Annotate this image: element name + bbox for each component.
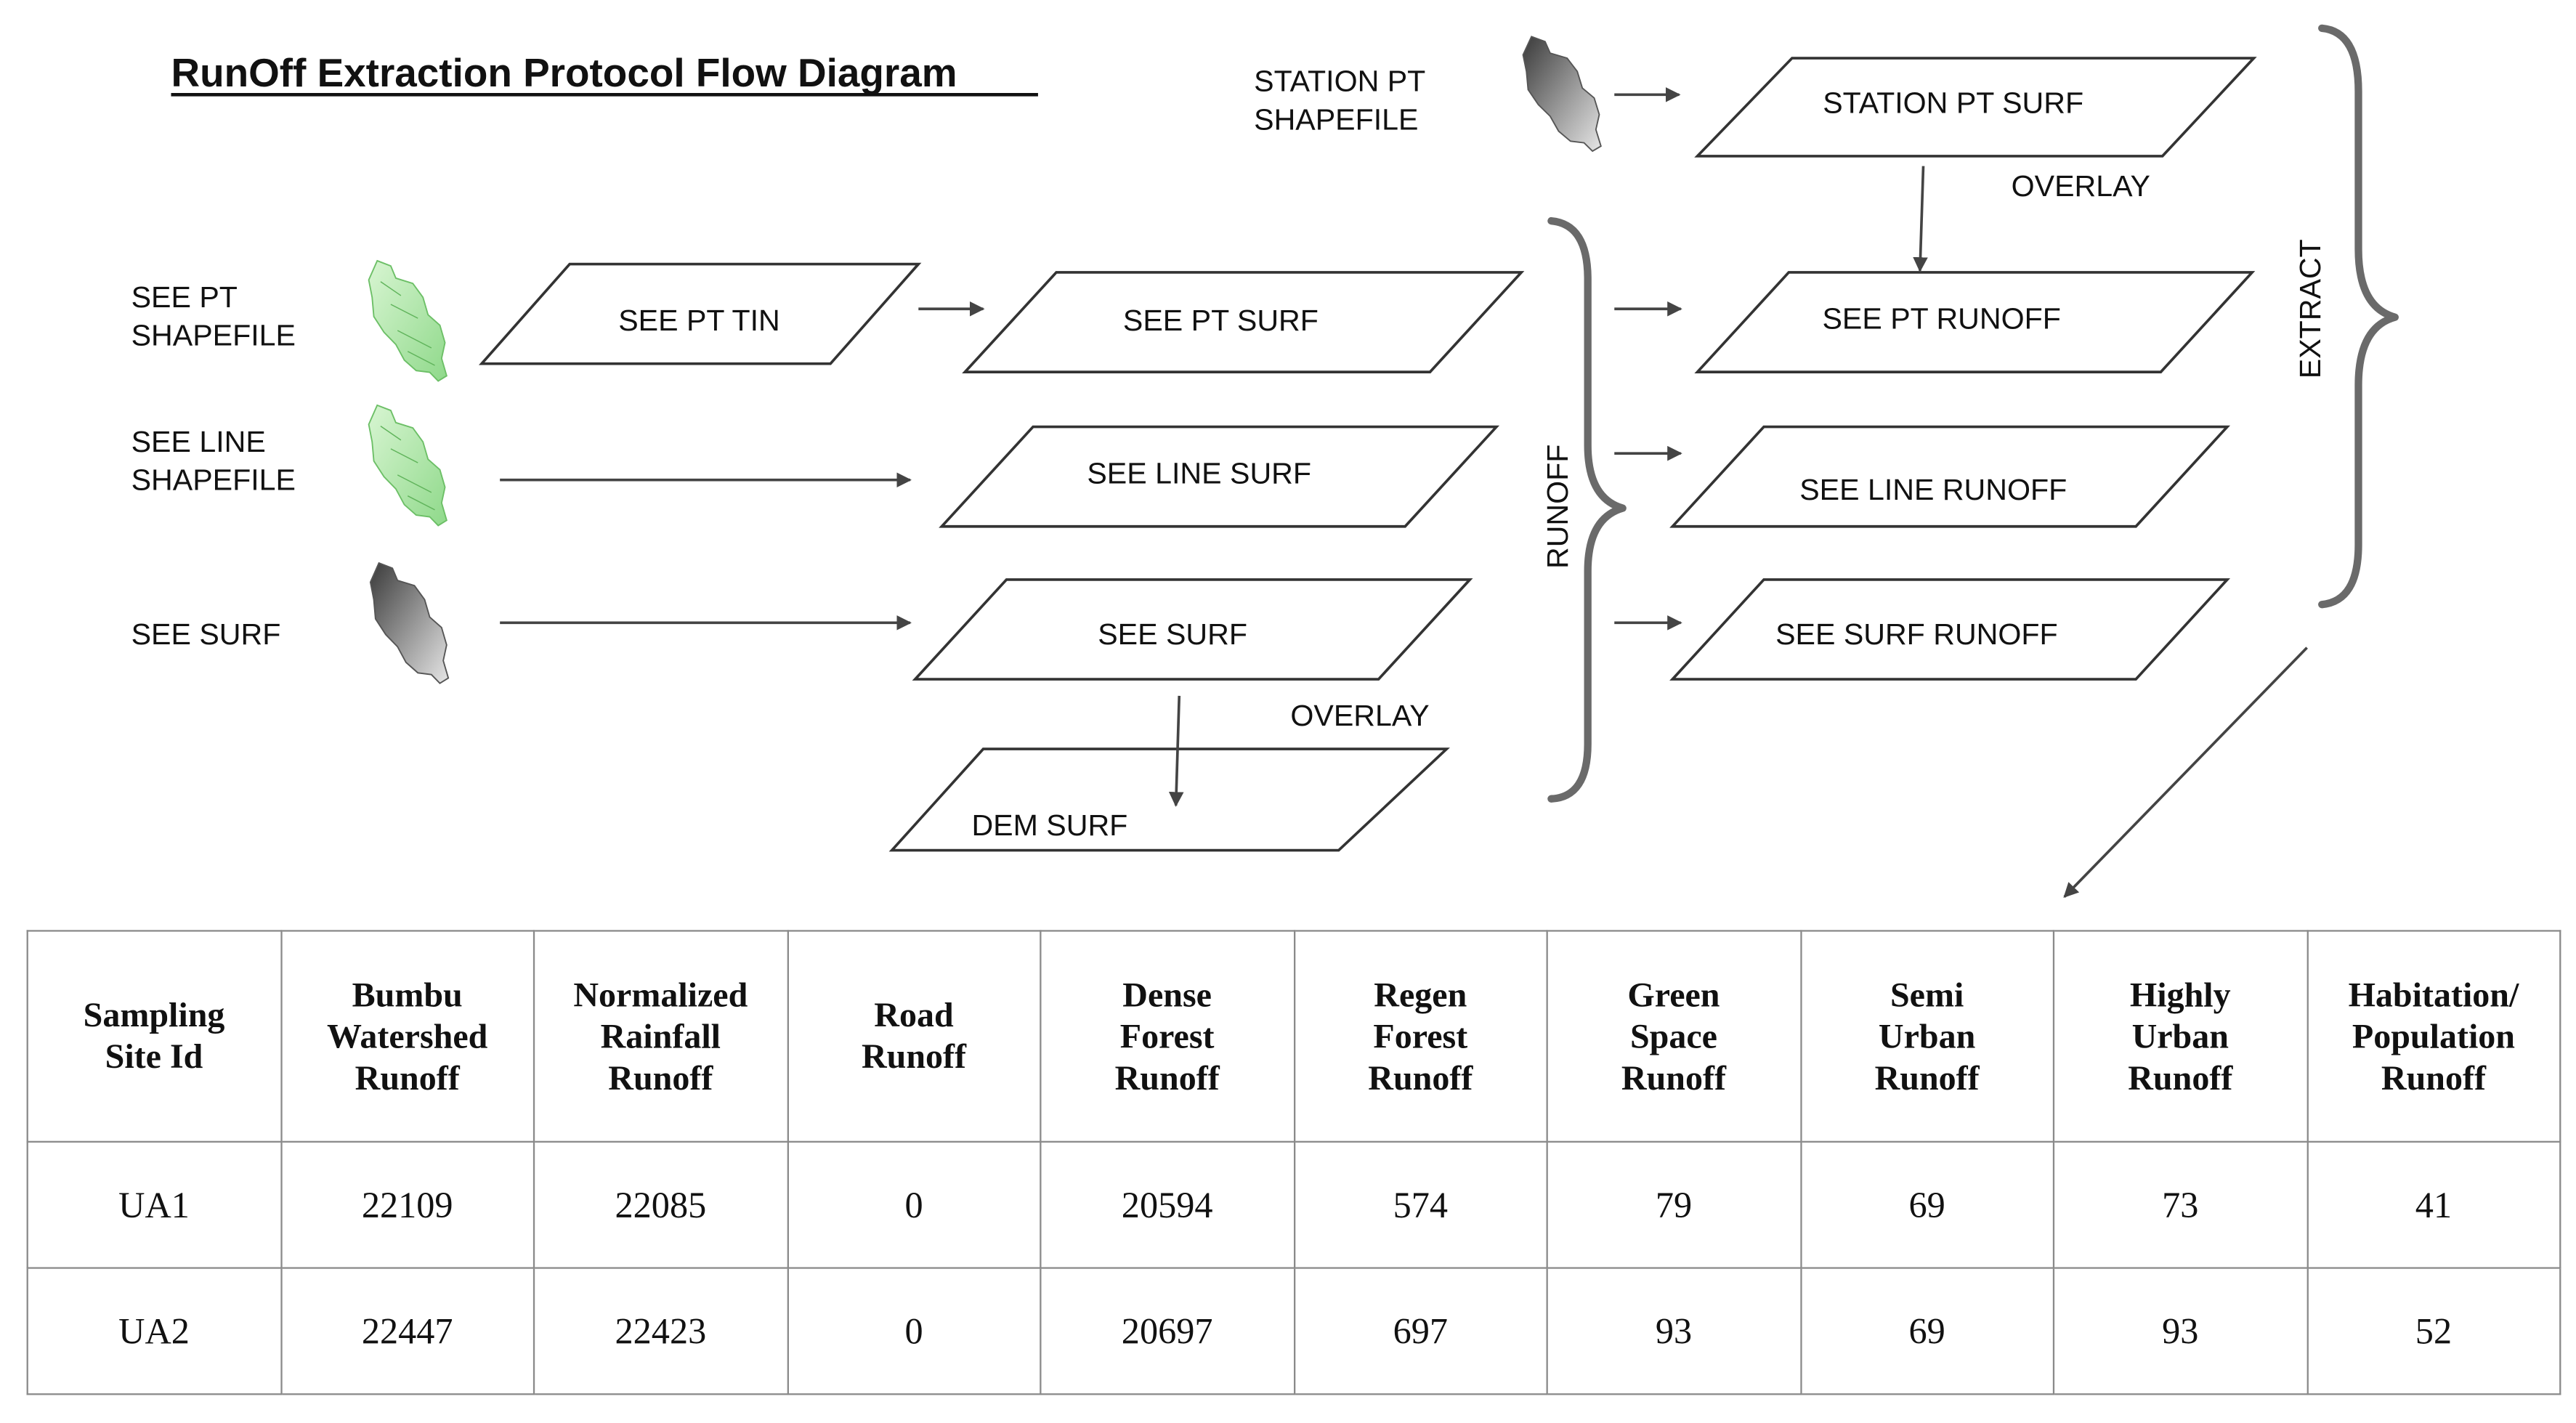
- svg-text:SEE PT TIN: SEE PT TIN: [618, 304, 780, 337]
- svg-text:SEE LINE RUNOFF: SEE LINE RUNOFF: [1799, 473, 2067, 506]
- table-header-row: Sampling Site Id Bumbu Watershed Runoff …: [26, 930, 2561, 1143]
- table-cell: 0: [786, 1140, 1042, 1269]
- table-cell: 22109: [280, 1140, 535, 1269]
- table-cell: 73: [2052, 1140, 2308, 1269]
- node-see-surf-runoff: SEE SURF RUNOFF: [1669, 578, 2231, 681]
- table-cell: 69: [1799, 1267, 2055, 1395]
- runoff-table: Sampling Site Id Bumbu Watershed Runoff …: [26, 930, 2561, 1395]
- node-see-line-surf: SEE LINE SURF: [939, 425, 1500, 528]
- node-see-pt-surf: SEE PT SURF: [962, 271, 1525, 373]
- header-green-space-runoff: Green Space Runoff: [1546, 930, 1802, 1143]
- header-regen-forest-runoff: Regen Forest Runoff: [1292, 930, 1548, 1143]
- header-road-runoff: Road Runoff: [786, 930, 1042, 1143]
- table-cell: 697: [1292, 1267, 1548, 1395]
- watershed-map-green-icon: [368, 259, 448, 382]
- svg-text:SEE LINE SURF: SEE LINE SURF: [1087, 456, 1311, 490]
- runoff-brace: [1547, 216, 1627, 803]
- header-dense-forest-runoff: Dense Forest Runoff: [1040, 930, 1295, 1143]
- table-cell: 93: [1546, 1267, 1802, 1395]
- table-cell: 22447: [280, 1267, 535, 1395]
- table-cell: 574: [1292, 1140, 1548, 1269]
- svg-text:SEE PT SURF: SEE PT SURF: [1123, 304, 1319, 337]
- header-semi-urban-runoff: Semi Urban Runoff: [1799, 930, 2055, 1143]
- table-row: UA2 22447 22423 0 20697 697 93 69 93 52: [26, 1267, 2561, 1395]
- node-see-pt-tin: SEE PT TIN: [478, 262, 922, 365]
- svg-text:SEE SURF: SEE SURF: [1098, 617, 1247, 651]
- table-cell: 22085: [532, 1140, 788, 1269]
- header-sampling-site-id: Sampling Site Id: [26, 930, 282, 1143]
- extract-brace: [2318, 24, 2399, 609]
- watershed-map-grey-icon: [1522, 36, 1602, 153]
- node-see-line-runoff: SEE LINE RUNOFF: [1669, 425, 2231, 528]
- header-normalized-rainfall-runoff: Normalized Rainfall Runoff: [532, 930, 788, 1143]
- svg-text:SEE PT RUNOFF: SEE PT RUNOFF: [1822, 302, 2060, 336]
- table-cell: 22423: [532, 1267, 788, 1395]
- header-habitation-population-runoff: Habitation/ Population Runoff: [2306, 930, 2561, 1143]
- node-see-surf: SEE SURF: [912, 578, 1473, 681]
- node-station-pt-surf: STATION PT SURF: [1694, 57, 2257, 158]
- overlay-label-bottom: OVERLAY: [1290, 699, 1429, 732]
- extract-label: EXTRACT: [2293, 239, 2327, 378]
- table-cell: 69: [1799, 1140, 2055, 1269]
- svg-text:SEE SURF RUNOFF: SEE SURF RUNOFF: [1775, 617, 2058, 651]
- station-pt-label: STATION PT SHAPEFILE: [1254, 65, 1434, 137]
- table-cell: 93: [2052, 1267, 2308, 1395]
- page-title: RunOff Extraction Protocol Flow Diagram: [171, 50, 957, 95]
- node-see-pt-runoff: SEE PT RUNOFF: [1694, 271, 2256, 373]
- watershed-map-grey-icon: [369, 562, 450, 684]
- table-cell: 20697: [1040, 1267, 1295, 1395]
- see-line-label: SEE LINE SHAPEFILE: [131, 425, 296, 497]
- table-cell: 52: [2306, 1267, 2561, 1395]
- table-cell: 79: [1546, 1140, 1802, 1269]
- svg-text:STATION PT SURF: STATION PT SURF: [1823, 86, 2083, 119]
- overlay-label-top: OVERLAY: [2012, 169, 2150, 203]
- svg-text:DEM SURF: DEM SURF: [971, 808, 1127, 842]
- watershed-map-green-icon: [368, 404, 448, 527]
- node-dem-surf: DEM SURF: [888, 747, 1450, 852]
- table-cell: 0: [786, 1267, 1042, 1395]
- see-surf-label: SEE SURF: [131, 617, 281, 651]
- table-cell: 41: [2306, 1140, 2561, 1269]
- arrow-extract-to-table: [2063, 646, 2308, 899]
- table-row: UA1 22109 22085 0 20594 574 79 69 73 41: [26, 1140, 2561, 1269]
- header-bumbu-watershed-runoff: Bumbu Watershed Runoff: [280, 930, 535, 1143]
- runoff-label: RUNOFF: [1541, 445, 1574, 569]
- arrow-station-surf-to-pt-runoff: [1913, 166, 1928, 272]
- table-cell: UA2: [26, 1267, 282, 1395]
- table-cell: 20594: [1040, 1140, 1295, 1269]
- header-highly-urban-runoff: Highly Urban Runoff: [2052, 930, 2308, 1143]
- see-pt-label: SEE PT SHAPEFILE: [131, 280, 296, 352]
- table-cell: UA1: [26, 1140, 282, 1269]
- arrow-surf-to-dem-surf: [1168, 695, 1184, 807]
